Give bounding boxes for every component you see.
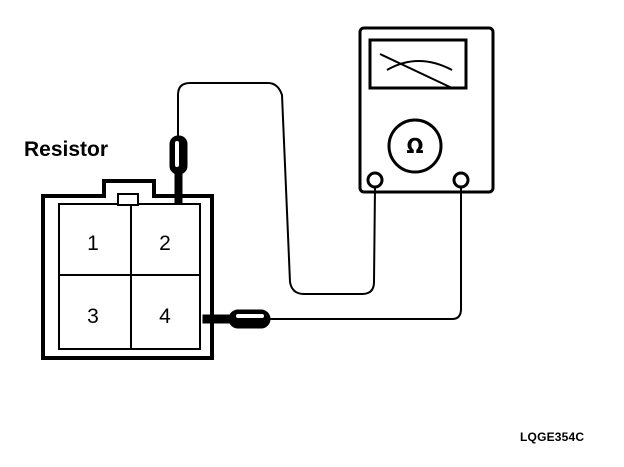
- probe-4-highlight: [236, 314, 264, 318]
- resistor-connector: [41, 179, 214, 360]
- terminal-2-label: 2: [159, 232, 171, 255]
- meter-jack-left: [366, 171, 384, 189]
- connector-inner-frame: [58, 203, 201, 350]
- test-lead-wire-terminal-2: [177, 82, 376, 295]
- terminal-1-label: 1: [87, 232, 99, 255]
- terminal-labels: 1 2 3 4: [87, 232, 171, 328]
- meter-jack-right: [452, 171, 470, 189]
- figure-code: LQGE354C: [520, 430, 585, 444]
- connector-outer-shell: [41, 179, 214, 360]
- connector-lock-tab: [117, 193, 139, 206]
- meter-scale-arc: [386, 60, 453, 71]
- meter-selector-dial: [387, 118, 443, 174]
- ohmmeter: [358, 26, 495, 194]
- probe-2-tip: [174, 172, 183, 204]
- terminal-4-label: 4: [159, 305, 171, 328]
- terminal-3-label: 3: [87, 305, 99, 328]
- component-label: Resistor: [24, 138, 109, 161]
- test-leads: [177, 82, 462, 320]
- meter-needle: [379, 53, 453, 89]
- ohm-symbol: Ω: [406, 134, 423, 158]
- probe-2-highlight: [175, 141, 179, 167]
- meter-display: [368, 38, 468, 90]
- test-lead-wire-terminal-4: [268, 187, 462, 320]
- probe-terminal-2: [169, 135, 188, 204]
- probe-4-handle: [228, 309, 271, 329]
- probe-terminal-4: [202, 309, 271, 329]
